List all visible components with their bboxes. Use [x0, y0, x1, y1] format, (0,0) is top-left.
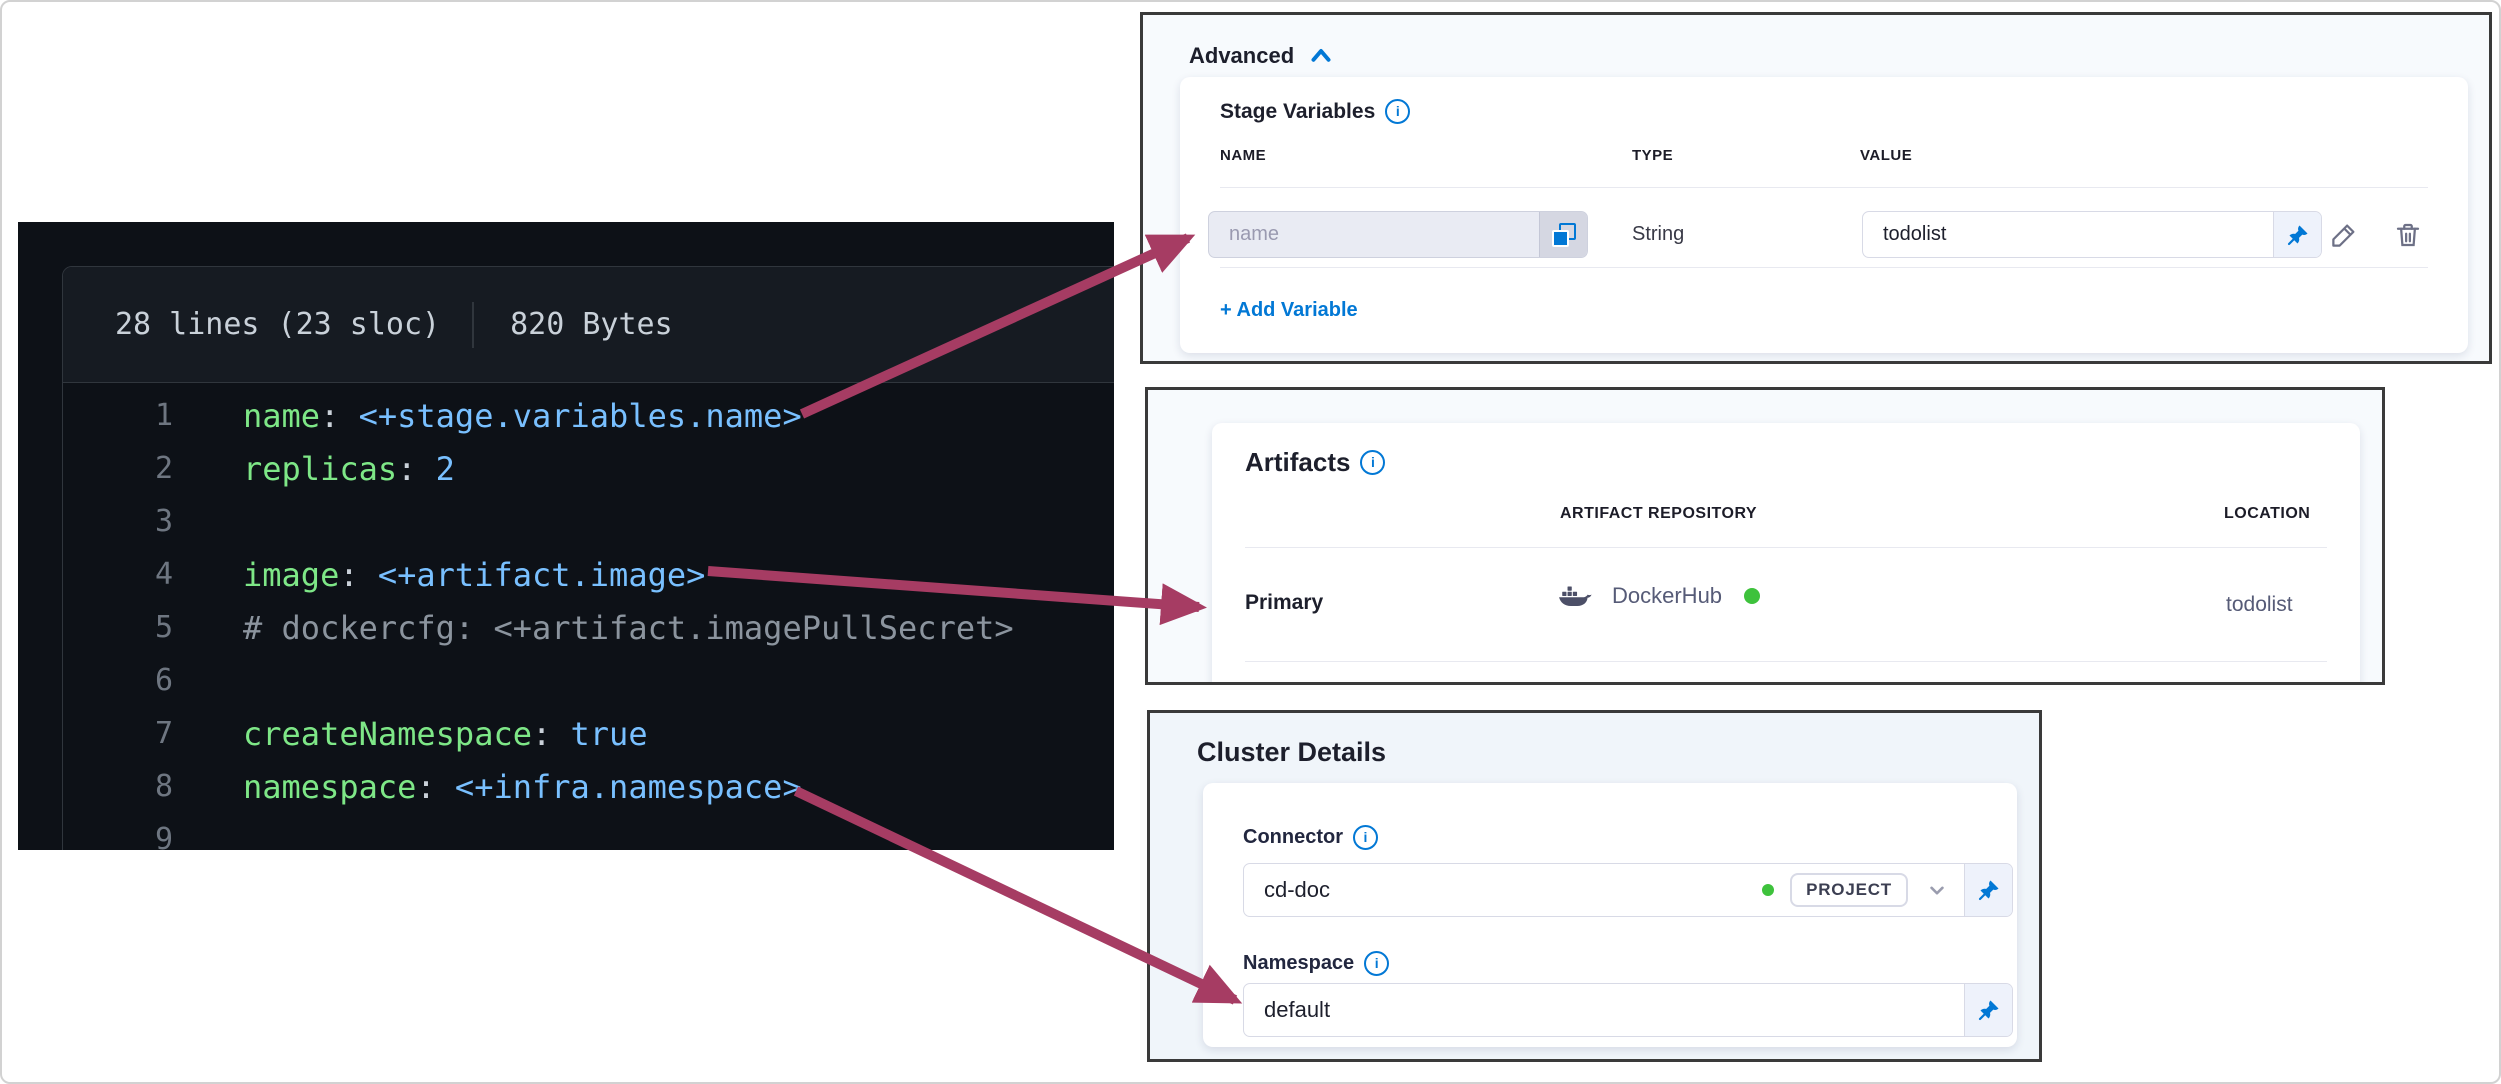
pin-button[interactable]	[1964, 984, 2012, 1036]
code-line: 5# dockercfg: <+artifact.imagePullSecret…	[154, 608, 1014, 647]
column-header-artifact-repository: ARTIFACT REPOSITORY	[1560, 505, 1758, 522]
pin-icon	[1978, 1000, 1998, 1021]
artifact-primary-label: Primary	[1245, 591, 1324, 614]
header-divider	[472, 301, 475, 348]
cluster-details-title: Cluster Details	[1197, 737, 1387, 767]
chevron-up-icon[interactable]	[1306, 41, 1336, 71]
stage-variables-card: Stage Variables NAME TYPE VALUE name Str…	[1180, 77, 2468, 353]
artifact-repository-value: DockerHub	[1612, 583, 1723, 608]
pin-button[interactable]	[1964, 864, 2012, 916]
info-icon[interactable]	[1360, 450, 1386, 475]
pin-icon	[2287, 225, 2307, 245]
artifacts-card: Artifacts ARTIFACT REPOSITORY LOCATION P…	[1212, 423, 2360, 682]
pencil-icon	[2332, 224, 2355, 247]
trash-icon	[2396, 223, 2420, 247]
artifacts-panel: Artifacts ARTIFACT REPOSITORY LOCATION P…	[1145, 387, 2385, 685]
column-header-name: NAME	[1220, 147, 1267, 164]
variable-name-input[interactable]: name	[1208, 211, 1588, 258]
column-header-value: VALUE	[1860, 147, 1913, 164]
divider	[1220, 187, 2428, 188]
copy-button[interactable]	[1539, 212, 1587, 257]
code-line: 3	[154, 504, 173, 539]
code-line: 6	[154, 663, 173, 698]
variable-name-placeholder: name	[1229, 223, 1280, 245]
code-size-info: 820 Bytes	[510, 307, 673, 342]
artifact-location-value: todolist	[2226, 593, 2293, 616]
divider	[1220, 267, 2428, 268]
info-icon[interactable]	[1364, 951, 1390, 976]
chevron-down-icon[interactable]	[1924, 877, 1950, 903]
connector-scope-badge[interactable]: PROJECT	[1790, 873, 1908, 907]
column-header-location: LOCATION	[2224, 505, 2311, 522]
connector-input[interactable]: cd-doc PROJECT	[1243, 863, 2013, 917]
namespace-input[interactable]: default	[1243, 983, 2013, 1037]
delete-variable-button[interactable]	[2390, 217, 2426, 253]
variable-value-input[interactable]: todolist	[1862, 211, 2322, 258]
copy-icon	[1551, 222, 1576, 247]
cluster-details-panel: Cluster Details Connector cd-doc PROJECT	[1147, 710, 2042, 1062]
variable-type-value: String	[1632, 223, 1685, 245]
code-line: 9	[154, 822, 173, 850]
docker-whale-icon	[1559, 586, 1592, 607]
column-header-type: TYPE	[1632, 147, 1674, 164]
namespace-value: default	[1264, 997, 1331, 1022]
advanced-panel: Advanced Stage Variables NAME TYPE VALUE…	[1140, 12, 2492, 364]
advanced-header[interactable]: Advanced	[1189, 41, 1336, 71]
variable-value-text: todolist	[1883, 223, 1947, 245]
info-icon[interactable]	[1353, 825, 1378, 850]
advanced-title: Advanced	[1189, 43, 1295, 68]
code-lines-info: 28 lines (23 sloc)	[115, 307, 441, 342]
connector-status-dot	[1762, 884, 1775, 896]
namespace-label: Namespace	[1243, 952, 1355, 974]
cluster-details-card: Connector cd-doc PROJECT	[1203, 783, 2017, 1047]
divider	[1245, 547, 2327, 548]
info-icon[interactable]	[1385, 99, 1411, 124]
connector-label: Connector	[1243, 826, 1343, 848]
artifacts-title: Artifacts	[1245, 447, 1351, 477]
pin-button[interactable]	[2273, 212, 2321, 257]
pin-icon	[1978, 880, 1998, 901]
stage-variables-title: Stage Variables	[1220, 99, 1376, 123]
status-dot	[1744, 588, 1761, 604]
edit-variable-button[interactable]	[2326, 217, 2362, 253]
code-file-header: 28 lines (23 sloc) 820 Bytes	[63, 267, 1114, 383]
connector-value: cd-doc	[1264, 877, 1331, 902]
add-variable-link[interactable]: + Add Variable	[1220, 299, 1358, 321]
divider	[1245, 661, 2327, 662]
